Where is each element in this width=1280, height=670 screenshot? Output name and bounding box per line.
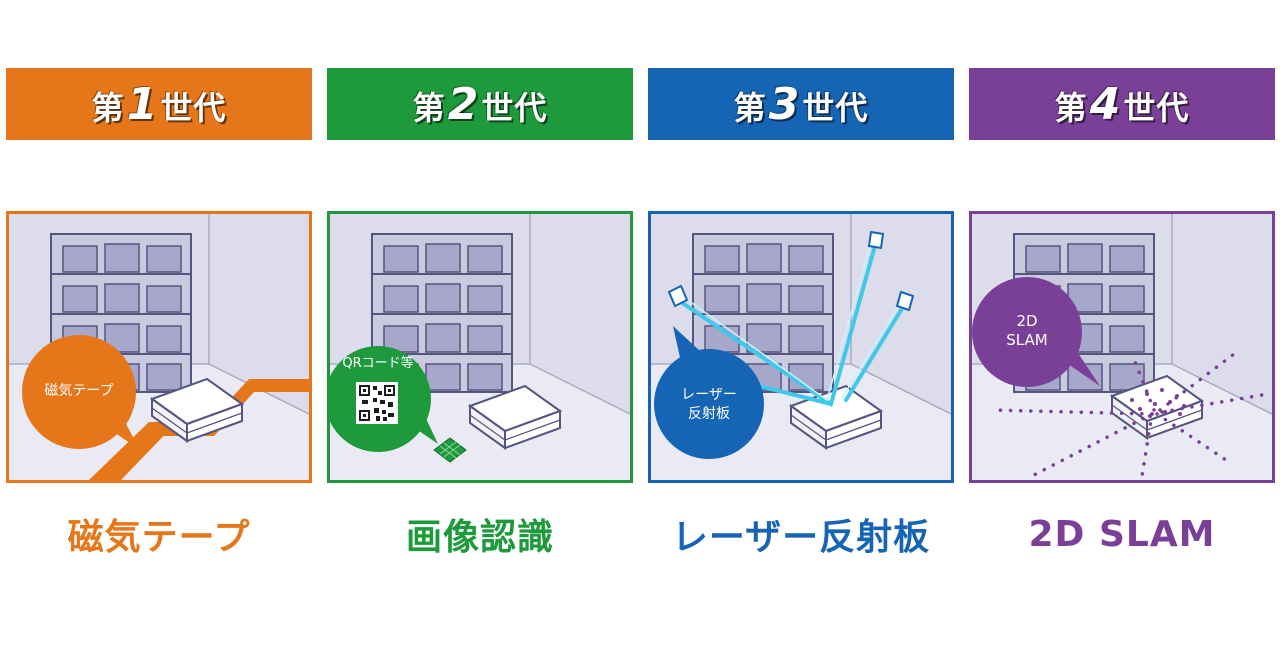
laser-reflector-icon — [667, 230, 915, 312]
generation-3-scene: レーザー 反射板 — [648, 211, 954, 483]
generation-1-scene: 磁気テープ — [6, 211, 312, 483]
agv-robot-icon — [788, 384, 884, 450]
speech-bubble-icon — [972, 277, 1100, 387]
slam-robot-surface-points — [1130, 388, 1186, 418]
generation-4-technology: 2D SLAM — [1028, 513, 1216, 555]
generation-2-technology: 画像認識 — [405, 517, 554, 558]
agv-robot-icon — [149, 377, 245, 443]
agv-robot-icon — [1109, 374, 1205, 440]
generation-4-scene: 2D SLAM — [969, 211, 1275, 483]
generation-2-illustration — [330, 214, 630, 480]
generation-2-column: 第2世代 — [327, 0, 633, 670]
generation-3-column: 第3世代 — [648, 0, 954, 670]
generation-1-illustration — [9, 214, 309, 480]
generation-4-label: 第4世代 — [1054, 78, 1190, 130]
generation-4-bubble-text: 2D SLAM — [1006, 312, 1048, 349]
generation-1-header: 第1世代 — [6, 68, 312, 140]
generation-3-header: 第3世代 — [648, 68, 954, 140]
speech-bubble-icon — [654, 326, 764, 459]
generation-4-header: 第4世代 — [969, 68, 1275, 140]
laser-beams — [679, 237, 908, 408]
agv-robot-icon — [467, 384, 563, 450]
generation-2-header: 第2世代 — [327, 68, 633, 140]
qr-marker-on-floor-icon — [433, 437, 467, 463]
slam-scan-points — [990, 352, 1270, 478]
generation-3-technology: レーザー反射板 — [671, 517, 931, 558]
generation-2-bubble-text: QRコード等 — [342, 356, 414, 371]
generation-3-illustration — [651, 214, 951, 480]
generation-2-label: 第2世代 — [412, 78, 548, 130]
generation-3-bubble-text: レーザー 反射板 — [681, 387, 737, 422]
qr-code-icon — [356, 382, 398, 424]
generation-1-bubble-text: 磁気テープ — [44, 383, 114, 399]
generation-1-column: 第1世代 — [6, 0, 312, 670]
generation-1-technology: 磁気テープ — [67, 517, 251, 558]
speech-bubble-icon — [22, 335, 139, 449]
generation-4-illustration — [972, 214, 1272, 480]
generation-4-column: 第4世代 — [969, 0, 1275, 670]
warehouse-shelf-icon — [1013, 233, 1155, 393]
generation-3-label: 第3世代 — [733, 78, 869, 130]
generation-2-scene: QRコード等 — [327, 211, 633, 483]
generation-1-label: 第1世代 — [91, 78, 227, 130]
